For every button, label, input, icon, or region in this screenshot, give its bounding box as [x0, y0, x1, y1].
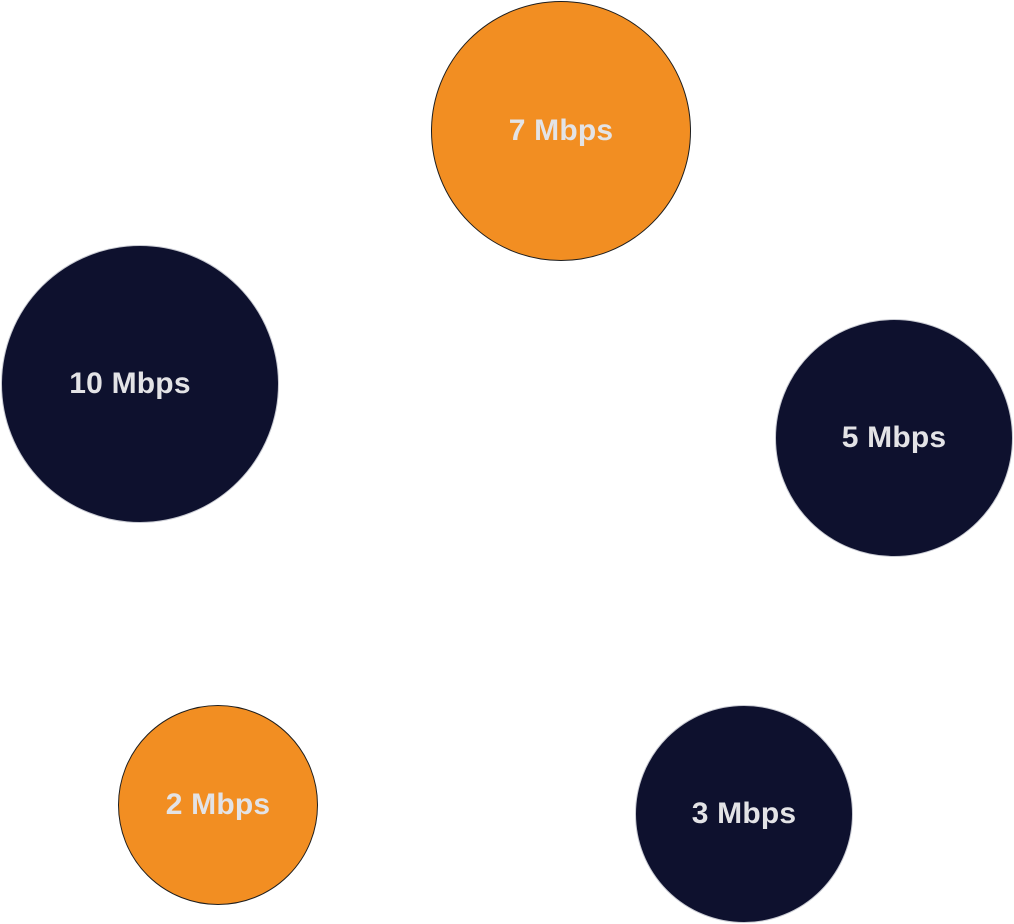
- bubble-2-mbps: 2 Mbps: [118, 705, 318, 905]
- bubble-label: 10 Mbps: [69, 367, 191, 400]
- bubble-label: 5 Mbps: [841, 421, 947, 454]
- bubble-label: 3 Mbps: [691, 797, 797, 830]
- bubble-label: 2 Mbps: [165, 788, 271, 821]
- bubble-3-mbps: 3 Mbps: [635, 705, 853, 923]
- bubble-label: 7 Mbps: [508, 114, 614, 147]
- bubble-7-mbps: 7 Mbps: [431, 1, 691, 261]
- bubble-5-mbps: 5 Mbps: [775, 319, 1013, 557]
- bubble-10-mbps: 10 Mbps: [1, 245, 279, 523]
